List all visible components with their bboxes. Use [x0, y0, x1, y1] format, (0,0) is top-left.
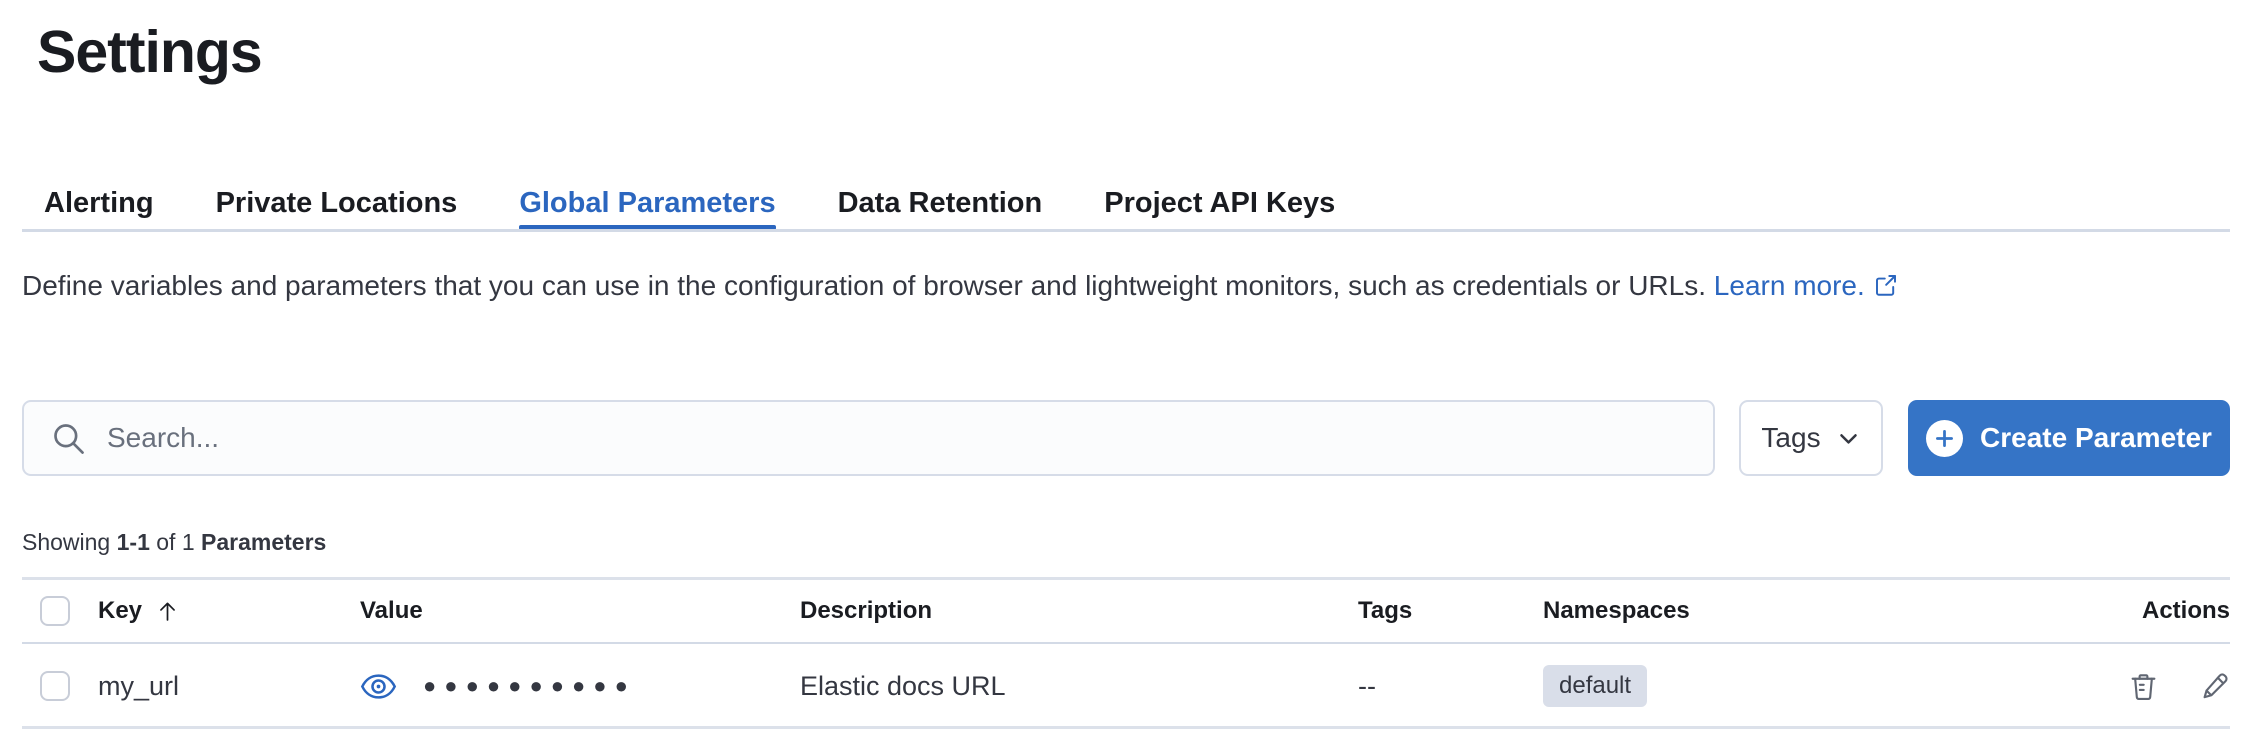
trash-icon: [2131, 673, 2156, 700]
tab-alerting[interactable]: Alerting: [44, 187, 154, 219]
external-link-icon: [1875, 275, 1896, 296]
pencil-icon: [2203, 672, 2228, 698]
tab-bar: Alerting Private Locations Global Parame…: [44, 184, 1336, 230]
summary-entity: Parameters: [201, 529, 327, 555]
edit-parameter-button[interactable]: [2199, 671, 2230, 702]
sort-ascending-arrow-icon: [160, 602, 175, 621]
results-summary: Showing 1-1 of 1 Parameters: [22, 529, 326, 556]
search-icon: [54, 423, 84, 454]
delete-parameter-button[interactable]: [2128, 671, 2159, 702]
create-parameter-button[interactable]: Create Parameter: [1908, 400, 2230, 476]
tab-global-parameters[interactable]: Global Parameters: [519, 184, 776, 230]
search-box[interactable]: [22, 400, 1715, 476]
row-actions: [1943, 671, 2230, 702]
column-header-key[interactable]: Key: [98, 597, 360, 625]
select-all-checkbox[interactable]: [40, 596, 70, 626]
search-input[interactable]: [107, 422, 1689, 454]
column-header-value: Value: [360, 597, 423, 624]
page-description: Define variables and parameters that you…: [22, 262, 2222, 309]
column-header-actions: Actions: [2141, 597, 2230, 624]
learn-more-link[interactable]: Learn more.: [1714, 270, 1898, 301]
reveal-value-button[interactable]: [360, 668, 397, 705]
summary-range: 1-1: [116, 529, 150, 555]
tab-project-api-keys[interactable]: Project API Keys: [1104, 187, 1336, 219]
tags-filter-label: Tags: [1761, 422, 1821, 453]
column-header-description: Description: [800, 597, 933, 624]
row-checkbox[interactable]: [40, 671, 70, 701]
summary-prefix: Showing: [22, 529, 111, 555]
column-header-tags: Tags: [1358, 597, 1413, 624]
row-value: ●●●●●●●●●●: [360, 668, 800, 705]
row-description: Elastic docs URL: [800, 670, 1006, 701]
tab-private-locations[interactable]: Private Locations: [215, 187, 458, 219]
create-parameter-label: Create Parameter: [1980, 422, 2212, 453]
plus-icon: [1926, 419, 1964, 457]
chevron-down-icon: [1839, 433, 1857, 444]
column-header-key-label: Key: [98, 597, 143, 624]
table-row: my_url ●●●●●●●●●● Elastic docs URL -- de…: [22, 646, 2230, 729]
row-tags: --: [1358, 670, 1376, 701]
description-text: Define variables and parameters that you…: [22, 270, 1707, 301]
row-key: my_url: [98, 670, 180, 701]
learn-more-label: Learn more.: [1713, 270, 1865, 301]
namespace-badge: default: [1543, 665, 1648, 707]
column-header-namespaces: Namespaces: [1543, 597, 1690, 624]
tags-filter-button[interactable]: Tags: [1739, 400, 1883, 476]
tabs-divider: [22, 229, 2230, 232]
masked-value: ●●●●●●●●●●: [423, 673, 636, 698]
table-header-row: Key Value Description Tags Namespaces Ac…: [22, 577, 2230, 644]
summary-middle: of 1: [156, 529, 195, 555]
page-title: Settings: [37, 19, 263, 85]
tab-data-retention[interactable]: Data Retention: [837, 187, 1043, 219]
eye-icon: [360, 673, 397, 699]
